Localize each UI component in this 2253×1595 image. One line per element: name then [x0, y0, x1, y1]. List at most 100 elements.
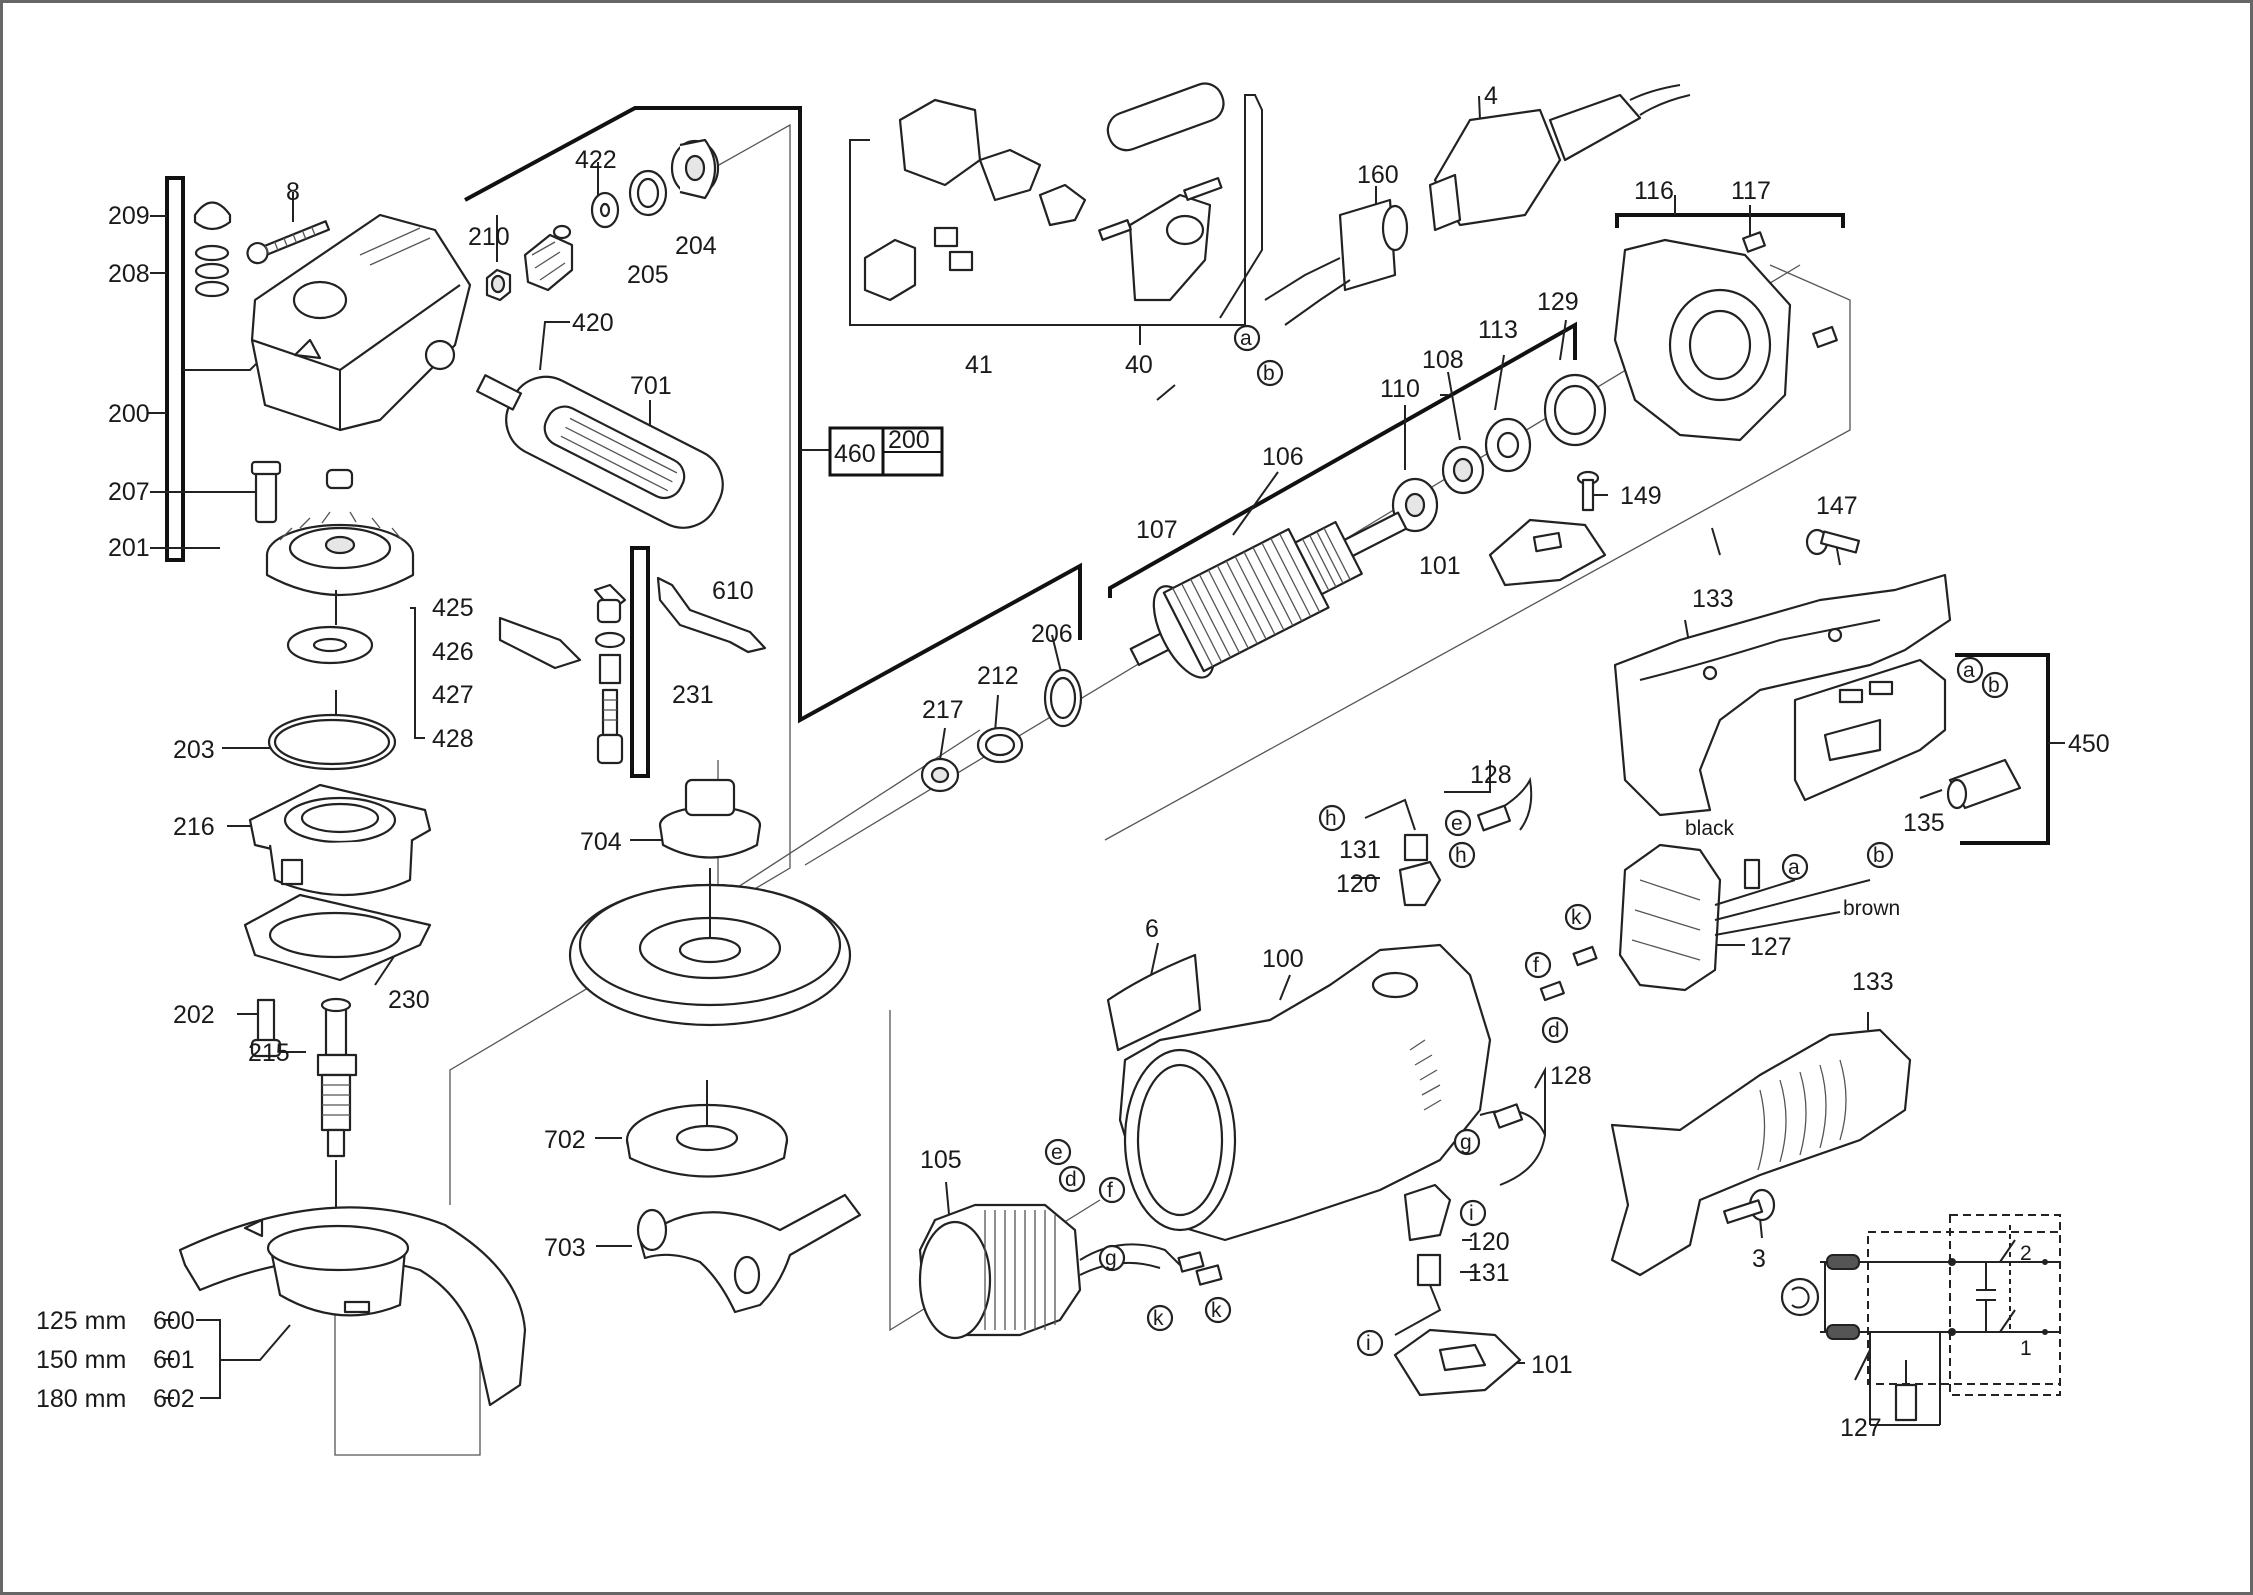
lower-handle-and-brushes — [1393, 1028, 1912, 1397]
label-131b: 131 — [1468, 1259, 1510, 1287]
label-150mm: 150 mm — [36, 1346, 126, 1374]
label-427: 427 — [432, 681, 474, 709]
label-127a: 127 — [1750, 933, 1792, 961]
side-handle-and-clamp — [476, 374, 767, 765]
label-428: 428 — [432, 725, 474, 753]
label-6: 6 — [1145, 915, 1159, 943]
label-420: 420 — [572, 309, 614, 337]
wire-marker-f: f — [1533, 954, 1539, 977]
label-204: 204 — [675, 232, 717, 260]
label-210: 210 — [468, 223, 510, 251]
label-425: 425 — [432, 594, 474, 622]
label-125mm: 125 mm — [36, 1307, 126, 1335]
wire-marker-d: d — [1065, 1168, 1077, 1191]
label-105: 105 — [920, 1146, 962, 1174]
label-217: 217 — [922, 696, 964, 724]
label-610: 610 — [712, 577, 754, 605]
brackets — [165, 94, 2050, 1399]
label-120b: 120 — [1468, 1228, 1510, 1256]
label-203: 203 — [173, 736, 215, 764]
label-212: 212 — [977, 662, 1019, 690]
label-101b: 101 — [1531, 1351, 1573, 1379]
label-422: 422 — [575, 146, 617, 174]
cable-and-plugs — [863, 82, 1691, 326]
wiring-schematic — [1780, 1214, 2061, 1426]
label-101a: 101 — [1419, 552, 1461, 580]
label-701: 701 — [630, 372, 672, 400]
wire-marker-h: h — [1455, 844, 1467, 867]
wire-marker-g: g — [1460, 1131, 1472, 1154]
wire-marker-b: b — [1263, 362, 1275, 385]
guard-assembly — [178, 1206, 527, 1407]
label-147: 147 — [1816, 492, 1858, 520]
wire-marker-k: k — [1153, 1307, 1164, 1330]
label-201: 201 — [108, 534, 150, 562]
label-black: black — [1685, 817, 1735, 840]
label-129: 129 — [1537, 288, 1579, 316]
wire-marker-a: a — [1963, 659, 1975, 682]
wire-marker-g: g — [1105, 1247, 1117, 1270]
label-207: 207 — [108, 478, 150, 506]
wire-marker-i: i — [1366, 1332, 1371, 1355]
motor-shaft-assembly — [920, 231, 1838, 793]
wire-marker-f: f — [1107, 1179, 1113, 1202]
label-206: 206 — [1031, 620, 1073, 648]
label-602: 602 — [153, 1385, 195, 1413]
wire-marker-b: b — [1873, 844, 1885, 867]
label-601: 601 — [153, 1346, 195, 1374]
label-113: 113 — [1478, 316, 1518, 344]
label-215: 215 — [248, 1039, 290, 1067]
wire-marker-b: b — [1988, 674, 2000, 697]
label-450: 450 — [2068, 730, 2110, 758]
label-switch-2: 2 — [2020, 1242, 2032, 1265]
label-128b: 128 — [1550, 1062, 1592, 1090]
label-231: 231 — [672, 681, 714, 709]
label-120a: 120 — [1336, 870, 1378, 898]
wire-marker-k: k — [1571, 906, 1582, 929]
part-labels: 209 8 208 200 207 201 210 422 204 205 42… — [36, 82, 2110, 1442]
label-brown: brown — [1843, 897, 1900, 920]
gear-head-assembly — [193, 201, 472, 1265]
label-703: 703 — [544, 1234, 586, 1262]
label-160: 160 — [1357, 161, 1399, 189]
label-3: 3 — [1752, 1245, 1766, 1273]
flanges-and-wheel — [568, 778, 862, 1314]
label-704: 704 — [580, 828, 622, 856]
pinion-and-bearings — [485, 138, 720, 302]
label-600: 600 — [153, 1307, 195, 1335]
label-128a: 128 — [1470, 761, 1512, 789]
label-4: 4 — [1484, 82, 1498, 110]
wire-marker-h: h — [1325, 807, 1337, 830]
label-117: 117 — [1731, 177, 1771, 205]
label-131a: 131 — [1339, 836, 1381, 864]
label-110: 110 — [1380, 375, 1420, 403]
rear-handle-and-switch — [1364, 528, 2022, 1002]
label-41: 41 — [965, 351, 993, 379]
label-200: 200 — [108, 400, 150, 428]
wire-marker-a: a — [1240, 327, 1252, 350]
wire-marker-a: a — [1788, 856, 1800, 879]
label-209: 209 — [108, 202, 150, 230]
label-702: 702 — [544, 1126, 586, 1154]
label-230: 230 — [388, 986, 430, 1014]
label-200-box: 200 — [888, 426, 930, 454]
wire-marker-k: k — [1211, 1299, 1222, 1322]
label-100: 100 — [1262, 945, 1304, 973]
label-180mm: 180 mm — [36, 1385, 126, 1413]
label-133a: 133 — [1692, 585, 1734, 613]
label-40: 40 — [1125, 351, 1153, 379]
label-106: 106 — [1262, 443, 1304, 471]
label-208: 208 — [108, 260, 150, 288]
label-149: 149 — [1620, 482, 1662, 510]
label-108: 108 — [1422, 346, 1464, 374]
label-116: 116 — [1634, 177, 1674, 205]
label-426: 426 — [432, 638, 474, 666]
wire-markers: a b a b a b h e h k f d e d f g k k g i … — [1044, 324, 2009, 1357]
label-107: 107 — [1136, 516, 1178, 544]
label-switch-1: 1 — [2020, 1337, 2032, 1360]
label-205: 205 — [627, 261, 669, 289]
label-216: 216 — [173, 813, 215, 841]
wire-marker-i: i — [1469, 1202, 1474, 1225]
